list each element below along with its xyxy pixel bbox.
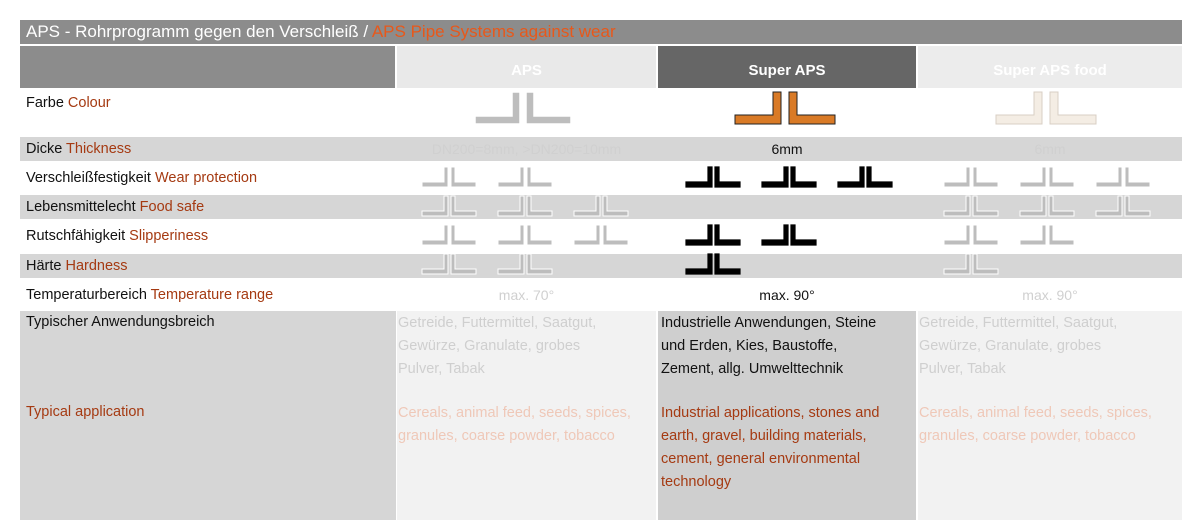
table-title: APS - Rohrprogramm gegen den Verschleiß …: [20, 20, 1182, 44]
label-hardness: Härte Hardness: [26, 258, 128, 274]
title-en: APS Pipe Systems against wear: [371, 22, 616, 41]
pipe-junction-icon: [837, 166, 893, 188]
column-header-super-aps: Super APS: [658, 46, 916, 88]
app-cell-super-aps: [658, 311, 916, 520]
label-food-en: Food safe: [139, 199, 205, 215]
pipe-junction-icon: [685, 253, 741, 275]
rating-hardness-aps: [420, 252, 656, 280]
pipe-junction-icon: [497, 166, 553, 188]
row-bg-thickness: [20, 137, 1182, 161]
label-food: Lebensmittelecht Food safe: [26, 199, 204, 215]
row-bg-application-label: [20, 311, 396, 520]
pipe-junction-icon: [421, 253, 477, 275]
app-en-super-aps: Industrial applications, stones and eart…: [661, 405, 880, 490]
pipe-junction-icon: [497, 253, 553, 275]
colour-swatch-aps: [474, 91, 572, 125]
pipe-junction-icon: [421, 166, 477, 188]
rating-wear-super-aps: [684, 165, 916, 193]
pipe-junction-icon: [1095, 166, 1151, 188]
label-thickness-de: Dicke: [26, 141, 67, 157]
rating-hardness-super-aps-food: [942, 252, 1182, 280]
pipe-junction-icon: [421, 224, 477, 246]
thickness-aps: DN200=8mm, >DN200=10mm: [431, 141, 622, 157]
rating-slip-aps: [420, 223, 656, 251]
rating-wear-super-aps-food: [942, 165, 1182, 193]
label-wear-en: Wear protection: [154, 170, 258, 186]
label-thickness-en: Thickness: [66, 141, 132, 157]
label-hardness-en: Hardness: [65, 258, 128, 274]
app-en-super-aps-food: Cereals, animal feed, seeds, spices, gra…: [919, 405, 1152, 444]
app-de-super-aps-food: Getreide, Futtermittel, Saatgut, Gewürze…: [919, 315, 1118, 377]
label-thickness: Dicke Thickness: [26, 141, 131, 157]
label-wear-de: Verschleißfestigkeit: [26, 170, 155, 186]
label-slip: Rutschfähigkeit Slipperiness: [26, 228, 208, 244]
pipe-junction-icon: [761, 166, 817, 188]
temperature-aps: max. 70°: [498, 287, 555, 303]
pipe-junction-icon: [573, 224, 629, 246]
temperature-super-aps: max. 90°: [759, 287, 815, 303]
header-label-cell: [20, 46, 395, 88]
label-slip-en: Slipperiness: [129, 228, 209, 244]
label-application-en: Typical application: [26, 404, 145, 420]
colour-swatch-super-aps-food: [995, 91, 1097, 125]
thickness-super-aps: 6mm: [771, 141, 803, 157]
rating-slip-super-aps: [684, 223, 916, 251]
rating-hardness-super-aps: [684, 252, 916, 280]
pipe-junction-icon: [761, 224, 817, 246]
label-application-de: Typischer Anwendungsbreich: [26, 314, 215, 330]
rating-slip-super-aps-food: [942, 223, 1182, 251]
column-header-super-aps-food: Super APS food: [918, 46, 1182, 88]
column-header-aps: APS: [397, 46, 656, 88]
pipe-junction-icon: [685, 224, 741, 246]
label-colour-en: Colour: [67, 95, 111, 111]
title-de: APS - Rohrprogramm gegen den Verschleiß …: [26, 22, 372, 41]
pipe-junction-icon: [943, 253, 999, 275]
pipe-junction-icon: [943, 166, 999, 188]
pipe-junction-icon: [497, 224, 553, 246]
pipe-junction-icon: [685, 166, 741, 188]
rating-food-super-aps: [684, 194, 916, 222]
label-slip-de: Rutschfähigkeit: [26, 228, 130, 244]
label-food-de: Lebensmittelecht: [26, 199, 140, 215]
pipe-junction-icon: [943, 224, 999, 246]
label-colour-de: Farbe: [26, 95, 68, 111]
app-cell-super-aps-food: [918, 311, 1182, 520]
rating-food-super-aps-food: [942, 194, 1182, 222]
thickness-super-aps-food: 6mm: [1034, 141, 1066, 157]
app-de-aps: Getreide, Futtermittel, Saatgut, Gewürze…: [398, 315, 597, 377]
label-temperature-de: Temperaturbereich: [26, 287, 151, 303]
label-hardness-de: Härte: [26, 258, 66, 274]
app-de-super-aps: Industrielle Anwendungen, Steine und Erd…: [661, 315, 877, 377]
label-temperature-en: Temperature range: [150, 287, 274, 303]
pipe-junction-icon: [497, 195, 553, 217]
colour-swatch-super-aps: [734, 91, 836, 125]
pipe-junction-icon: [1095, 195, 1151, 217]
label-temperature: Temperaturbereich Temperature range: [26, 287, 273, 303]
rating-wear-aps: [420, 165, 656, 193]
rating-food-aps: [420, 194, 656, 222]
temperature-super-aps-food: max. 90°: [1022, 287, 1078, 303]
app-cell-aps: [397, 311, 656, 520]
label-wear: Verschleißfestigkeit Wear protection: [26, 170, 257, 186]
pipe-junction-icon: [1019, 166, 1075, 188]
pipe-junction-icon: [1019, 224, 1075, 246]
pipe-junction-icon: [573, 195, 629, 217]
pipe-junction-icon: [943, 195, 999, 217]
pipe-junction-icon: [421, 195, 477, 217]
app-en-aps: Cereals, animal feed, seeds, spices, gra…: [398, 405, 631, 444]
label-colour: Farbe Colour: [26, 95, 111, 111]
pipe-junction-icon: [1019, 195, 1075, 217]
